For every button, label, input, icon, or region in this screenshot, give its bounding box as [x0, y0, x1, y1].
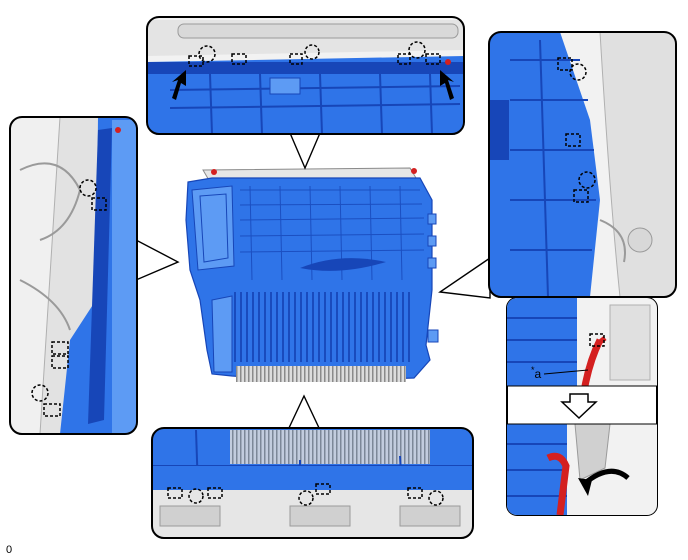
detail-top: [146, 16, 465, 135]
detail-bottom: [151, 427, 474, 539]
inset-harness-detail: [506, 297, 658, 516]
claw-callout-icon: [167, 483, 444, 506]
claw-callout-icon: [188, 41, 441, 67]
figure-code: 0: [6, 544, 13, 556]
arrow-up-icon: [172, 70, 186, 100]
callout-label-a: *a: [531, 365, 542, 381]
claw-callout-icon: [31, 179, 107, 417]
claw-callout-icon: [557, 57, 596, 203]
detail-left: [9, 116, 138, 435]
detail-pointers: [135, 132, 491, 431]
main-unit: [185, 167, 439, 382]
hollow-arrow-down-icon: [560, 393, 598, 420]
arrow-up-icon: [440, 70, 454, 100]
detail-right: [488, 31, 677, 516]
